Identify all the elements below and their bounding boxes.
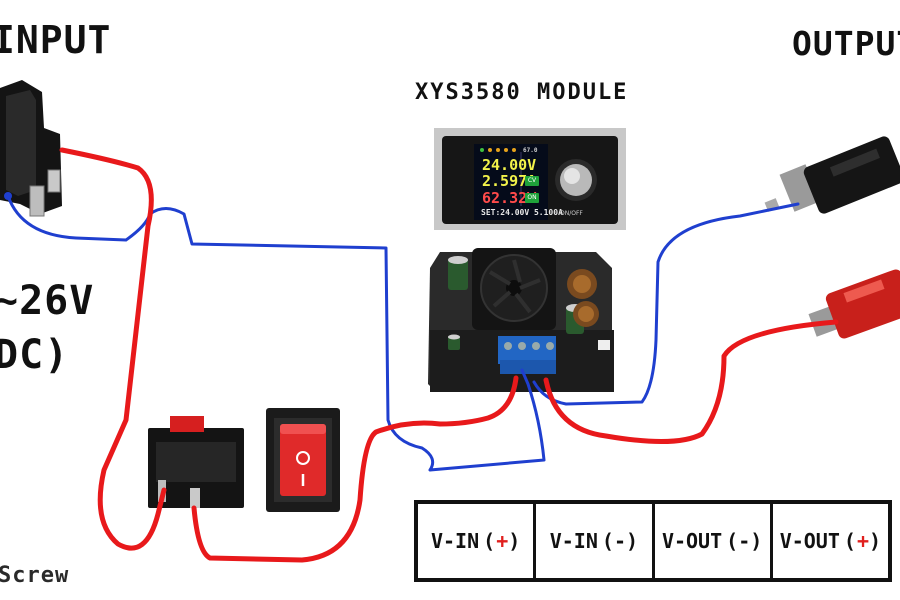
- terminal-name: V-IN: [549, 529, 598, 553]
- terminal-sign: -: [738, 529, 751, 553]
- input-voltage-range: ~26V: [0, 278, 95, 324]
- credit-text: Screw: [0, 563, 70, 588]
- input-title: INPUT: [0, 18, 112, 62]
- terminal-cell-vout-negative: V-OUT (-): [655, 504, 773, 578]
- input-dc-label: DC): [0, 332, 70, 378]
- output-title: OUTPUT: [792, 24, 900, 63]
- converter-module: [428, 248, 614, 392]
- terminal-labels-table: V-IN (+) V-IN (-) V-OUT (-) V-OUT (+): [414, 500, 892, 582]
- negative-wires: [6, 194, 800, 472]
- terminal-name: V-OUT: [661, 529, 723, 553]
- rocker-switch-side: [148, 416, 244, 508]
- lcd-current: 2.597A: [482, 172, 537, 190]
- terminal-sign: +: [856, 529, 869, 553]
- terminal-cell-vin-positive: V-IN (+): [418, 504, 537, 578]
- binding-post-red: [808, 269, 900, 339]
- cv-badge: CV: [525, 176, 539, 186]
- lcd-power: 62.32W: [482, 189, 537, 207]
- lcd-setpoint: SET:24.00V 5.100A: [481, 208, 563, 217]
- knob-caption: ON/OFF: [560, 210, 583, 217]
- positive-wires: [59, 147, 839, 563]
- lcd-voltage: 24.00V: [482, 156, 537, 174]
- lcd-temperature: 67.0: [523, 147, 538, 154]
- rocker-switch-front: [266, 408, 340, 512]
- terminal-sign: +: [496, 529, 509, 553]
- terminal-cell-vin-negative: V-IN (-): [536, 504, 655, 578]
- terminal-cell-vout-positive: V-OUT (+): [779, 529, 882, 553]
- dc-jack: [0, 80, 62, 217]
- module-title: XYS3580 MODULE: [415, 80, 629, 105]
- binding-post-black: [764, 136, 900, 214]
- terminal-sign: -: [613, 529, 626, 553]
- terminal-name: V-OUT: [779, 529, 840, 553]
- on-badge: ON: [525, 193, 539, 203]
- terminal-name: V-IN: [430, 529, 480, 553]
